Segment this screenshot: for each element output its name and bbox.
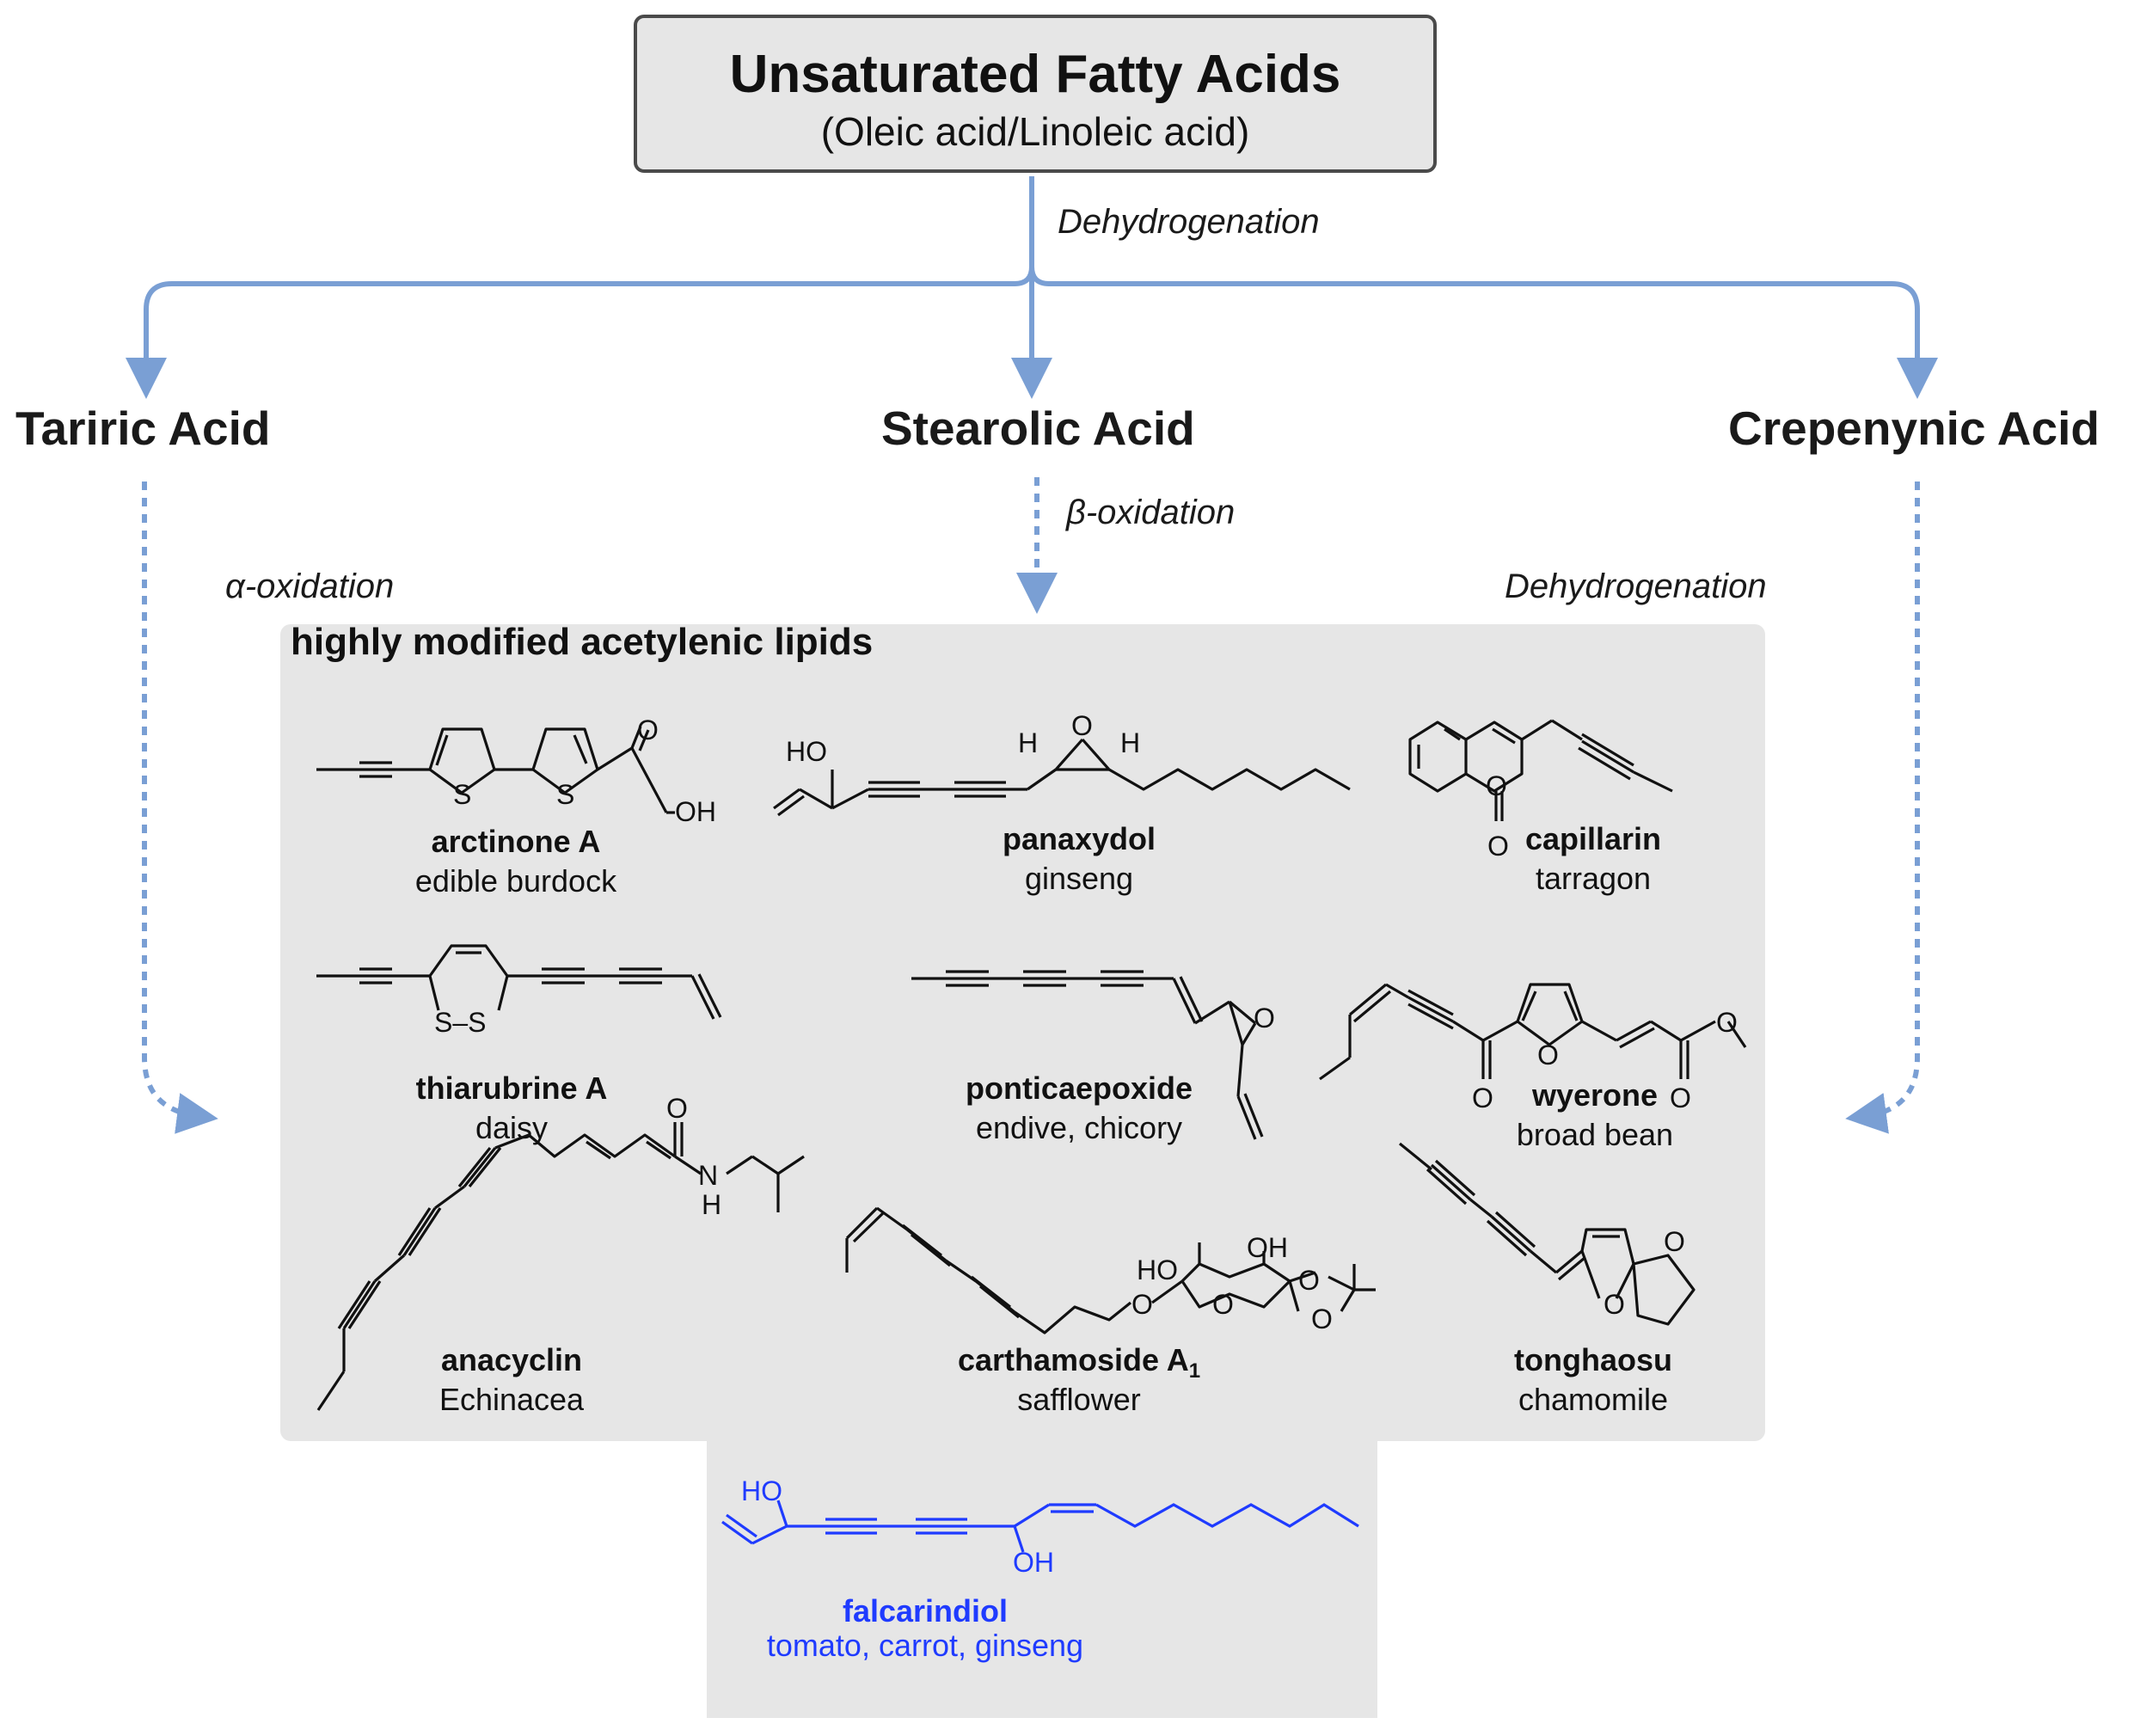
- compound-name: wyerone: [1531, 1077, 1659, 1113]
- dotted-arrow-right: [1845, 482, 1920, 1134]
- atom-ho: HO: [786, 736, 827, 767]
- atom-h: H: [702, 1189, 721, 1220]
- atom-o: O: [1487, 831, 1509, 862]
- atom-oh: OH: [1247, 1232, 1288, 1263]
- dotted-arrow-left: [142, 482, 218, 1134]
- compound-name: anacyclin: [440, 1342, 583, 1377]
- arrow-to-tariric: [126, 266, 1034, 399]
- compound-source: endive, chicory: [975, 1110, 1183, 1145]
- atom-o: O: [1131, 1289, 1153, 1320]
- atom-o: O: [666, 1093, 688, 1124]
- acid-crepenynic: Crepenynic Acid: [1728, 402, 2100, 455]
- atom-h: H: [1120, 727, 1140, 758]
- atom-oh: OH: [1013, 1547, 1054, 1578]
- atom-o: O: [1254, 1003, 1275, 1034]
- atom-oh: OH: [675, 796, 716, 827]
- source-box: Unsaturated Fatty Acids (Oleic acid/Lino…: [634, 15, 1437, 173]
- structure-wyerone: [1319, 983, 1747, 1081]
- compound-name: tonghaosu: [1514, 1342, 1672, 1377]
- source-subtitle: (Oleic acid/Linoleic acid): [820, 109, 1250, 154]
- atom-o: O: [1311, 1304, 1333, 1334]
- step-alpha-oxidation: α-oxidation: [225, 567, 395, 605]
- acetylenic-lipids-panel: [280, 624, 1765, 1441]
- compound-name: panaxydol: [1002, 821, 1156, 856]
- highlight-name: falcarindiol: [842, 1593, 1009, 1629]
- atom-o: O: [1472, 1083, 1493, 1113]
- atom-o: O: [1071, 710, 1093, 741]
- atom-s: S: [556, 779, 574, 810]
- compound-source: chamomile: [1518, 1382, 1669, 1417]
- atom-o: O: [1664, 1226, 1685, 1257]
- atom-o: O: [1486, 770, 1507, 801]
- acid-tariric: Tariric Acid: [15, 402, 271, 455]
- compound-source: broad bean: [1516, 1117, 1674, 1152]
- compound-name: arctinone A: [431, 824, 601, 859]
- atom-s: S: [453, 779, 471, 810]
- compound-source: Echinacea: [438, 1382, 585, 1417]
- atom-ss: S–S: [434, 1007, 486, 1038]
- structure-capillarin: [1408, 719, 1673, 821]
- structure-panaxydol: [773, 738, 1351, 817]
- atom-h: H: [1018, 727, 1038, 758]
- step-dehydrogenation-top: Dehydrogenation: [1058, 203, 1320, 241]
- falcarindiol-panel: [707, 1441, 1377, 1718]
- structure-thiarubrine-a: [316, 944, 722, 1020]
- atom-o: O: [1298, 1265, 1320, 1296]
- compound-source: tarragon: [1535, 861, 1652, 896]
- step-dehydrogenation-right: Dehydrogenation: [1505, 567, 1767, 605]
- compound-name: ponticaepoxide: [965, 1070, 1193, 1106]
- source-title: Unsaturated Fatty Acids: [729, 45, 1341, 104]
- acid-stearolic: Stearolic Acid: [881, 402, 1195, 455]
- atom-ho: HO: [1137, 1254, 1178, 1285]
- highlight-source: tomato, carrot, ginseng: [766, 1628, 1084, 1663]
- atom-ho: HO: [741, 1475, 782, 1506]
- compound-name: thiarubrine A: [415, 1070, 608, 1106]
- compound-source: daisy: [475, 1110, 549, 1145]
- structure-arctinone-a: [316, 726, 675, 814]
- compound-name: carthamoside A1: [881, 1342, 1277, 1383]
- atom-o: O: [1670, 1083, 1691, 1113]
- structure-carthamoside-a1: [845, 1206, 1376, 1334]
- structure-tonghaosu: [1398, 1142, 1696, 1326]
- atom-o: O: [1716, 1007, 1738, 1038]
- structure-ponticaepoxide: [911, 970, 1264, 1140]
- atom-n: N: [698, 1160, 718, 1191]
- compound-subscript: 1: [1188, 1359, 1201, 1383]
- panel-title: highly modified acetylenic lipids: [291, 621, 874, 663]
- structure-falcarindiol: [721, 1500, 1359, 1553]
- compound-source: edible burdock: [414, 863, 617, 899]
- structure-anacyclin: [316, 1122, 805, 1411]
- arrow-to-crepenynic: [1029, 266, 1938, 399]
- compound-source: safflower: [1017, 1382, 1141, 1417]
- step-beta-oxidation: β-oxidation: [1066, 494, 1236, 531]
- compound-name: capillarin: [1524, 821, 1662, 856]
- atom-o: O: [1604, 1289, 1625, 1320]
- atom-o: O: [637, 715, 659, 745]
- atom-o: O: [1537, 1040, 1559, 1070]
- compound-source: ginseng: [1024, 861, 1134, 896]
- compound-name-text: carthamoside A: [957, 1342, 1189, 1377]
- atom-o: O: [1212, 1289, 1234, 1320]
